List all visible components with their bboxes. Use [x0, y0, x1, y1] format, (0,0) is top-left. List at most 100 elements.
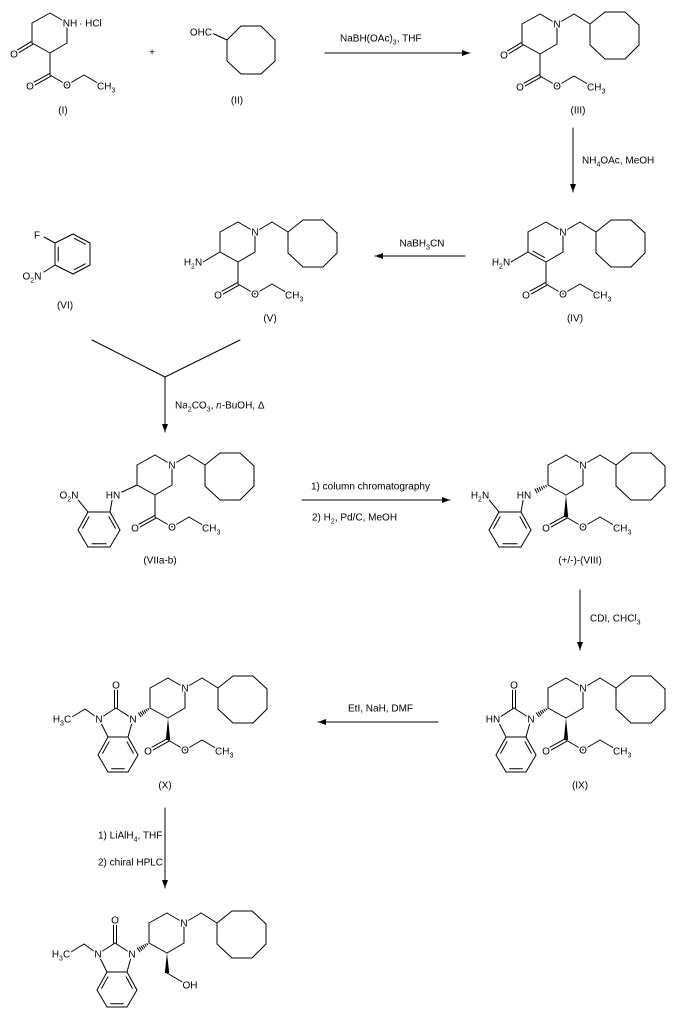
aromatic-inner-bond	[524, 741, 532, 754]
hashed-wedge-bond	[137, 712, 142, 718]
aromatic-inner-bond	[126, 741, 134, 754]
reagent-label: Na2CO3, n-BuOH, Δ	[175, 401, 265, 414]
ester-o-label: O	[251, 290, 259, 301]
ring-bond	[237, 251, 256, 263]
bond	[520, 494, 525, 513]
ch3-label: CH3	[587, 83, 605, 96]
cyclooctyl-bond	[615, 485, 632, 501]
cyclooctane-bond	[260, 60, 276, 75]
merge-line	[164, 339, 241, 378]
ketone-o-label: O	[500, 51, 508, 62]
bond	[121, 484, 138, 493]
aromatic-inner-bond	[532, 250, 545, 258]
oh-label: OH	[183, 981, 198, 992]
wedge-bond	[165, 718, 171, 740]
bond	[70, 943, 85, 953]
compound-label-i: (I)	[58, 106, 67, 117]
ring-bond	[527, 221, 547, 233]
bond	[71, 708, 86, 718]
bond	[496, 707, 515, 720]
ring-bond	[219, 221, 239, 233]
aryl-bond	[72, 233, 91, 244]
aryl-bond	[54, 233, 74, 244]
hashed-wedge-bond	[541, 709, 545, 714]
benzo-bond	[525, 754, 537, 773]
cyclooctyl-bond	[650, 675, 666, 690]
bond	[49, 74, 68, 86]
arrow-head-icon	[570, 184, 576, 192]
ring-bond	[166, 912, 185, 924]
hashed-wedge-bond	[139, 711, 144, 716]
aryl-bond	[72, 264, 91, 275]
hashed-wedge-bond	[540, 486, 544, 490]
carbonyl-o-label: O	[144, 747, 152, 758]
aryl-bond	[77, 511, 89, 531]
bond	[579, 221, 597, 233]
double-bond	[546, 738, 566, 750]
cyclooctyl-bond	[252, 708, 268, 724]
ch3-label: CH3	[215, 747, 233, 760]
bond	[556, 75, 575, 87]
bond	[582, 739, 601, 751]
cyclooctyl-bond	[287, 219, 304, 233]
n-label: N	[579, 684, 586, 695]
carbonyl-o-label: O	[26, 82, 34, 93]
bond	[513, 707, 532, 720]
bond	[599, 454, 617, 466]
ring-bond	[545, 251, 564, 263]
compound-label-iv: (IV)	[567, 314, 583, 325]
double-bond	[548, 740, 568, 752]
ring-bond	[521, 13, 541, 25]
bond	[562, 221, 581, 233]
benzo-bond	[126, 989, 138, 1008]
cyclooctyl-bond	[251, 910, 267, 925]
cyclooctyl-bond	[287, 252, 304, 268]
urea-o-label: O	[510, 681, 518, 692]
bond	[271, 221, 289, 233]
hashed-wedge-bond	[144, 943, 147, 947]
bond	[114, 942, 133, 955]
ketone-o-label: O	[10, 50, 18, 61]
ester-o-label: O	[579, 746, 587, 757]
ethyl-ch3-label: H3C	[53, 715, 71, 728]
bond	[496, 718, 507, 738]
aldehyde-label: OHC	[190, 28, 212, 39]
hashed-wedge-bond	[543, 708, 546, 712]
reagent-label: 2) H2, Pd/C, MeOH	[312, 513, 397, 526]
cyclooctyl-bond	[630, 252, 646, 268]
bond	[127, 718, 134, 738]
n-label: N	[129, 715, 136, 726]
bond	[582, 454, 601, 466]
bond	[525, 718, 532, 738]
double-bond	[15, 41, 32, 52]
aromatic-inner-bond	[102, 741, 110, 754]
double-bond	[148, 738, 168, 750]
benzo-bond	[96, 971, 108, 991]
bond	[211, 32, 228, 41]
hashed-wedge-bond	[141, 710, 145, 715]
ring-bond	[547, 677, 567, 689]
double-bond	[218, 282, 238, 294]
bond	[573, 75, 592, 87]
bond	[188, 516, 207, 528]
cyclooctyl-bond	[615, 452, 632, 466]
cyclooctyl-bond	[204, 485, 221, 501]
ester-o-label: O	[63, 81, 71, 92]
bond	[97, 942, 116, 955]
nh-label: HN	[486, 715, 500, 726]
ring-bond	[136, 454, 156, 466]
aromatic-inner-bond	[101, 976, 109, 989]
n-label: N	[181, 684, 188, 695]
bond	[565, 739, 584, 751]
benzo-bond	[525, 736, 537, 756]
benzo-bond	[127, 736, 139, 756]
hashed-wedge-bond	[534, 488, 538, 494]
bond	[254, 283, 273, 295]
reagent-label: NH4OAc, MeOH	[582, 156, 654, 169]
bond	[271, 283, 290, 295]
hcl-label: · HCl	[79, 19, 102, 30]
arrow-head-icon	[318, 719, 326, 725]
hashed-wedge-bond	[537, 711, 542, 716]
ester-o-label: O	[579, 523, 587, 534]
ring-bond	[547, 707, 567, 719]
